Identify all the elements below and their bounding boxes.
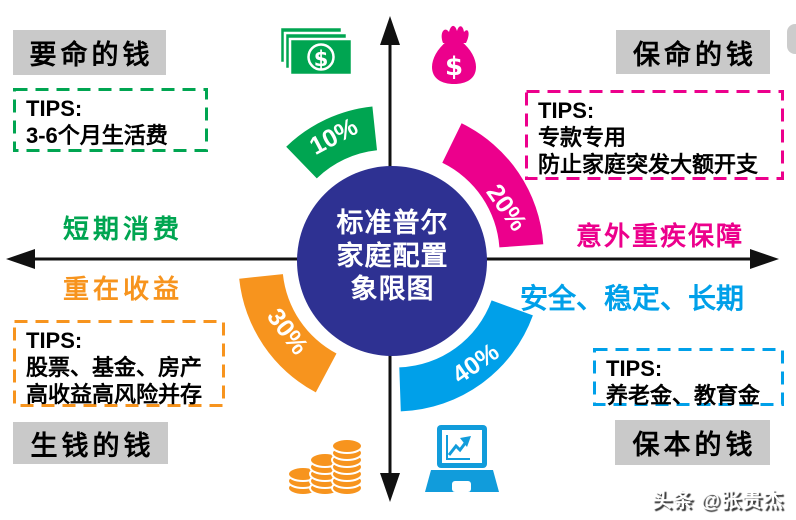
arrow-left-icon [6,249,35,269]
tips-border-bottom-right [593,348,784,406]
watermark-toutiao: 头条 @张贵杰 [651,490,784,512]
center-title-line2: 家庭配置 [336,241,449,271]
tips-line2-bottom-left: 高收益高风险并存 [26,382,203,407]
tips-title-top-right: TIPS: [538,98,595,123]
arrow-up-icon [380,16,400,45]
arc-20-percent [442,123,544,248]
arc-10-percent [286,106,377,179]
arc-40-percent [399,300,533,412]
center-title: 标准普尔 家庭配置 象限图 [272,207,512,306]
axis-label-short-term-consumption: 短期消费 [62,214,183,244]
arrow-down-icon [380,473,400,502]
svg-text:$: $ [445,52,463,82]
tips-border-top-right [525,90,784,180]
tips-box-top-left: TIPS: 3-6个月生活费 [13,88,208,152]
laptop-chart-icon [425,425,499,492]
label-box-vital-money: 要命的钱 [13,30,166,75]
tips-line2-top-right: 防止家庭突发大额开支 [538,152,759,177]
tips-line1-top-right: 专款专用 [538,125,627,150]
arrow-right-icon [750,249,779,269]
label-box-capital-preserving-money: 保本的钱 [615,420,770,465]
label-capital-preserving-money: 保本的钱 [632,430,757,460]
center-circle [297,166,487,356]
label-life-saving-money: 保命的钱 [633,39,757,70]
banknotes-icon: $ [278,25,354,77]
center-title-line3: 象限图 [350,274,435,304]
label-box-money-making-money: 生钱的钱 [13,422,168,464]
tips-line1-bottom-left: 股票、基金、房产 [26,355,203,380]
label-money-making-money: 生钱的钱 [30,430,155,461]
coins-icon [287,438,363,496]
tips-line-top-left: 3-6个月生活费 [26,123,168,148]
tips-line-bottom-right: 养老金、教育金 [606,383,761,408]
label-vital-money: 要命的钱 [29,40,154,70]
center-title-line1: 标准普尔 [336,208,449,238]
axis-label-accident-illness-protection: 意外重疾保障 [575,221,744,251]
corner-sliver [787,24,796,54]
tips-title-bottom-right: TIPS: [606,356,663,381]
tips-title-bottom-left: TIPS: [26,328,83,353]
tips-title-top-left: TIPS: [26,96,83,121]
axis-label-focus-on-returns: 重在收益 [62,274,183,304]
money-bag-icon: $ [432,25,476,84]
tips-border-top-left [13,88,208,152]
axis-label-safe-stable-longterm: 安全、稳定、长期 [519,283,744,314]
tips-box-bottom-left: TIPS: 股票、基金、房产 高收益高风险并存 [13,320,225,407]
label-box-life-saving-money: 保命的钱 [616,30,770,74]
tips-box-top-right: TIPS: 专款专用 防止家庭突发大额开支 [525,90,784,180]
tips-box-bottom-right: TIPS: 养老金、教育金 [593,348,784,408]
svg-text:$: $ [314,47,329,71]
arc-30-percent [239,274,337,393]
